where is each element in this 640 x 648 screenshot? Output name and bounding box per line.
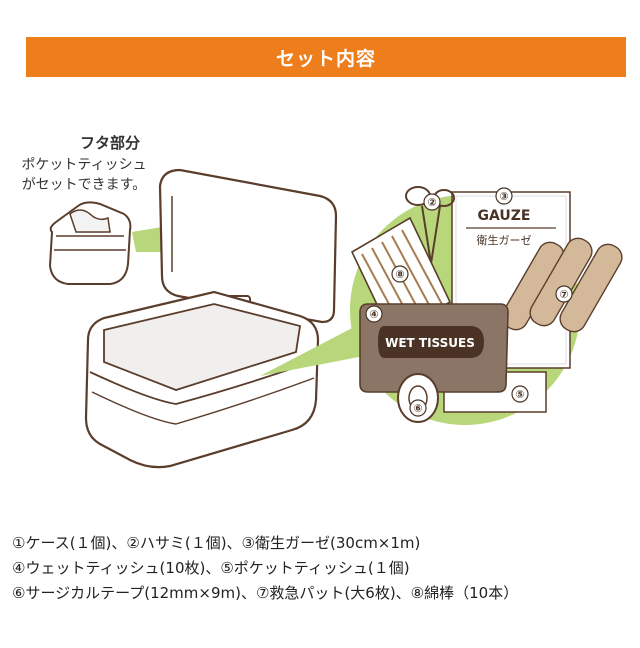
wet-tissues-pack: WET TISSUES: [359, 303, 509, 393]
badge-7: ⑦: [559, 288, 568, 301]
case-illustration: [84, 168, 338, 469]
section-header: セット内容: [26, 37, 626, 77]
gauze-sub-label: 衛生ガーゼ: [477, 233, 532, 247]
product-illustration: GAUZE 衛生ガーゼ WET TISSUES: [48, 168, 623, 469]
contents-line-1: ①ケース(１個)、②ハサミ(１個)、③衛生ガーゼ(30cm×1m): [12, 534, 421, 552]
lid-desc-line2: がセットできます。: [21, 177, 147, 193]
bandages: [501, 237, 623, 333]
pointer-wedge: [260, 326, 364, 376]
lid-inset-illustration: [48, 201, 176, 285]
badge-4: ④: [369, 308, 378, 321]
lid-title: フタ部分: [79, 134, 140, 152]
contents-line-2: ④ウェットティッシュ(10枚)、⑤ポケットティッシュ(１個): [12, 559, 410, 577]
lid-desc-line1: ポケットティッシュ: [21, 157, 147, 173]
badge-2: ②: [427, 196, 436, 209]
badge-3: ③: [499, 190, 508, 203]
wet-tissues-label: WET TISSUES: [385, 336, 475, 350]
badge-5: ⑤: [515, 388, 524, 401]
section-title: セット内容: [275, 47, 376, 70]
contents-list: ①ケース(１個)、②ハサミ(１個)、③衛生ガーゼ(30cm×1m) ④ウェットテ…: [12, 531, 632, 606]
lid-description: ポケットティッシュ がセットできます。: [4, 155, 164, 195]
gauze-label: GAUZE: [478, 208, 531, 224]
contents-line-3: ⑥サージカルテープ(12mm×9m)、⑦救急パット(大6枚)、⑧綿棒（10本）: [12, 584, 519, 602]
badge-8: ⑧: [395, 268, 404, 281]
badge-6: ⑥: [413, 402, 422, 415]
